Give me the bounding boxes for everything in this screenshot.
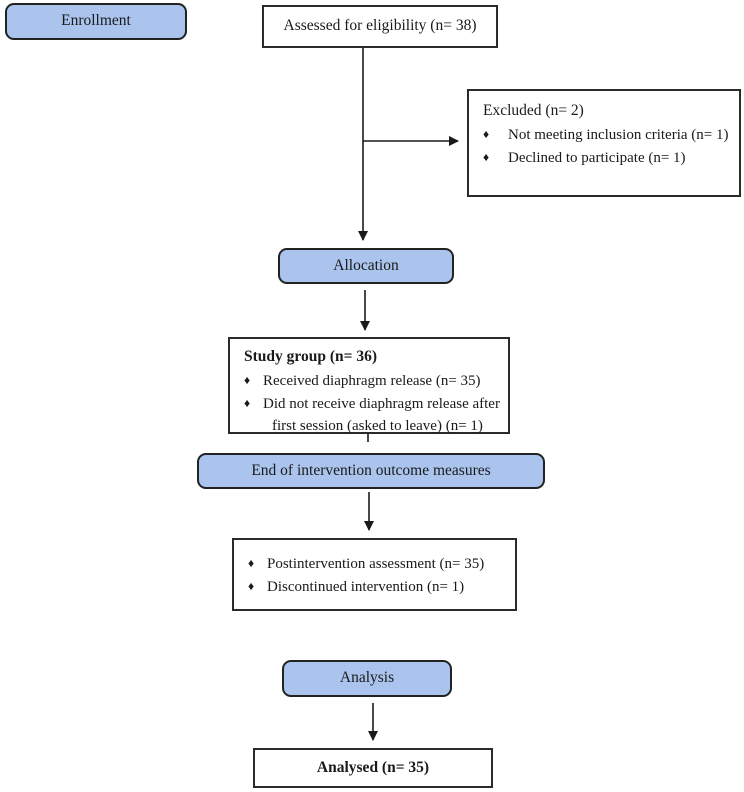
list-item: ♦ Did not receive diaphragm release after… (230, 393, 508, 438)
list-item: ♦ Postintervention assessment (n= 35) (234, 553, 515, 576)
assessed-eligibility-box: Assessed for eligibility (n= 38) (262, 5, 498, 48)
diamond-bullet-icon: ♦ (244, 395, 251, 410)
stage-label: Analysis (339, 669, 395, 687)
list-item-text: Postintervention assessment (n= 35) (267, 556, 485, 572)
stage-box-end-of-intervention: End of intervention outcome measures (197, 453, 545, 489)
list-item-text: Did not receive diaphragm release after … (263, 395, 500, 435)
postintervention-box: ♦ Postintervention assessment (n= 35) ♦ Dis… (232, 538, 517, 611)
study-group-box: Study group (n= 36) ♦ Received diaphragm … (228, 337, 510, 434)
assessed-label: Assessed for eligibility (n= 38) (283, 17, 477, 35)
diamond-bullet-icon: ♦ (483, 149, 490, 164)
diamond-bullet-icon: ♦ (248, 556, 255, 570)
excluded-title: Excluded (n= 2) (483, 102, 584, 119)
excluded-list: ♦ Not meeting inclusion criteria (n= 1) ♦ D… (469, 124, 739, 169)
stage-box-analysis: Analysis (282, 660, 452, 697)
list-item: ♦ Received diaphragm release (n= 35) (230, 370, 508, 393)
list-item-text: Discontinued intervention (n= 1) (267, 578, 465, 595)
list-item-text: Declined to participate (n= 1) (508, 149, 686, 166)
analysed-label: Analysed (n= 35) (316, 758, 430, 776)
list-item: ♦ Not meeting inclusion criteria (n= 1) (469, 124, 739, 147)
postintervention-list: ♦ Postintervention assessment (n= 35) ♦ Dis… (234, 553, 515, 598)
stage-label: Enrollment (61, 12, 131, 30)
excluded-box: Excluded (n= 2) ♦ Not meeting inclusion c… (467, 89, 741, 197)
list-item: ♦ Declined to participate (n= 1) (469, 147, 739, 170)
list-item: ♦ Discontinued intervention (n= 1) (234, 576, 515, 599)
list-item-text: Received diaphragm release (n= 35) (263, 373, 481, 390)
study-group-title: Study group (n= 36) (244, 348, 378, 365)
list-item-text: Not meeting inclusion criteria (n= 1) (508, 127, 729, 144)
stage-label: End of intervention outcome measures (251, 461, 491, 479)
study-group-list: ♦ Received diaphragm release (n= 35) ♦ Did … (230, 370, 508, 438)
analysed-box: Analysed (n= 35) (253, 748, 493, 788)
diamond-bullet-icon: ♦ (244, 373, 251, 388)
stage-label: Allocation (333, 256, 399, 274)
stage-box-enrollment: Enrollment (5, 3, 187, 40)
stage-box-allocation: Allocation (278, 248, 454, 284)
diamond-bullet-icon: ♦ (483, 127, 490, 142)
diamond-bullet-icon: ♦ (248, 578, 255, 593)
